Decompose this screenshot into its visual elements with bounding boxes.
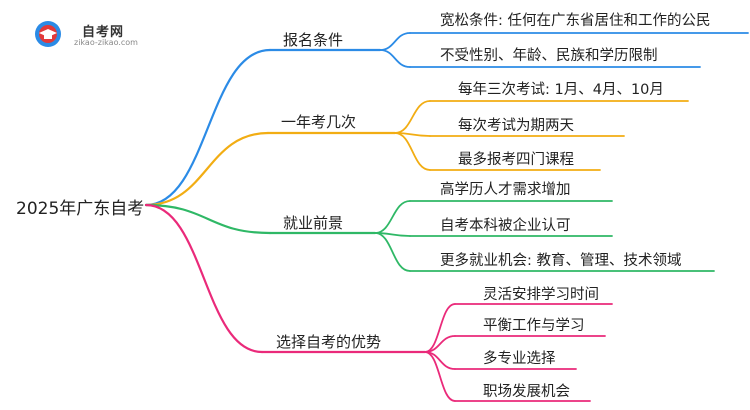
leaf-connector-2-1 (394, 100, 431, 134)
leaf-advantages-2: 平衡工作与学习 (483, 318, 585, 334)
site-logo[interactable]: 自考网 zikao-zikao.com (34, 20, 164, 50)
branch-connector-2 (144, 131, 270, 207)
logo-url: zikao-zikao.com (74, 38, 138, 47)
root-node: 2025年广东自考 (16, 199, 145, 219)
branch-employment: 就业前景 (283, 214, 344, 232)
leaf-employment-2: 自考本科被企业认可 (440, 218, 571, 234)
leaf-employment-1: 高学历人才需求增加 (440, 182, 571, 198)
leaf-advantages-4: 职场发展机会 (483, 384, 570, 400)
leaf-advantages-3: 多专业选择 (483, 351, 556, 367)
leaf-registration-1: 宽松条件: 任何在广东省居住和工作的公民 (440, 13, 711, 29)
graduation-cap-icon (35, 21, 61, 47)
leaf-connector-2-3 (394, 132, 431, 171)
leaf-connector-4-1 (424, 303, 456, 353)
branch-connector-1 (144, 48, 272, 207)
branch-connector-4 (144, 203, 264, 354)
logo-name: 自考网 (82, 25, 125, 40)
branch-advantages: 选择自考的优势 (276, 333, 382, 351)
leaf-exam-frequency-3: 最多报考四门课程 (458, 152, 574, 168)
branch-connector-3 (144, 203, 272, 235)
leaf-employment-3: 更多就业机会: 教育、管理、技术领域 (440, 253, 682, 269)
leaf-exam-frequency-1: 每年三次考试: 1月、4月、10月 (458, 82, 664, 98)
leaf-connector-4-4 (424, 351, 456, 402)
branch-registration: 报名条件 (283, 31, 344, 49)
leaf-connector-1-2 (379, 49, 411, 68)
leaf-advantages-1: 灵活安排学习时间 (483, 287, 599, 303)
leaf-connector-3-3 (374, 232, 411, 272)
leaf-exam-frequency-2: 每次考试为期两天 (458, 118, 574, 134)
leaf-connector-3-1 (374, 200, 411, 234)
leaf-connector-1-1 (379, 32, 411, 51)
leaf-registration-2: 不受性别、年龄、民族和学历限制 (440, 48, 658, 64)
branch-exam-frequency: 一年考几次 (281, 113, 357, 131)
